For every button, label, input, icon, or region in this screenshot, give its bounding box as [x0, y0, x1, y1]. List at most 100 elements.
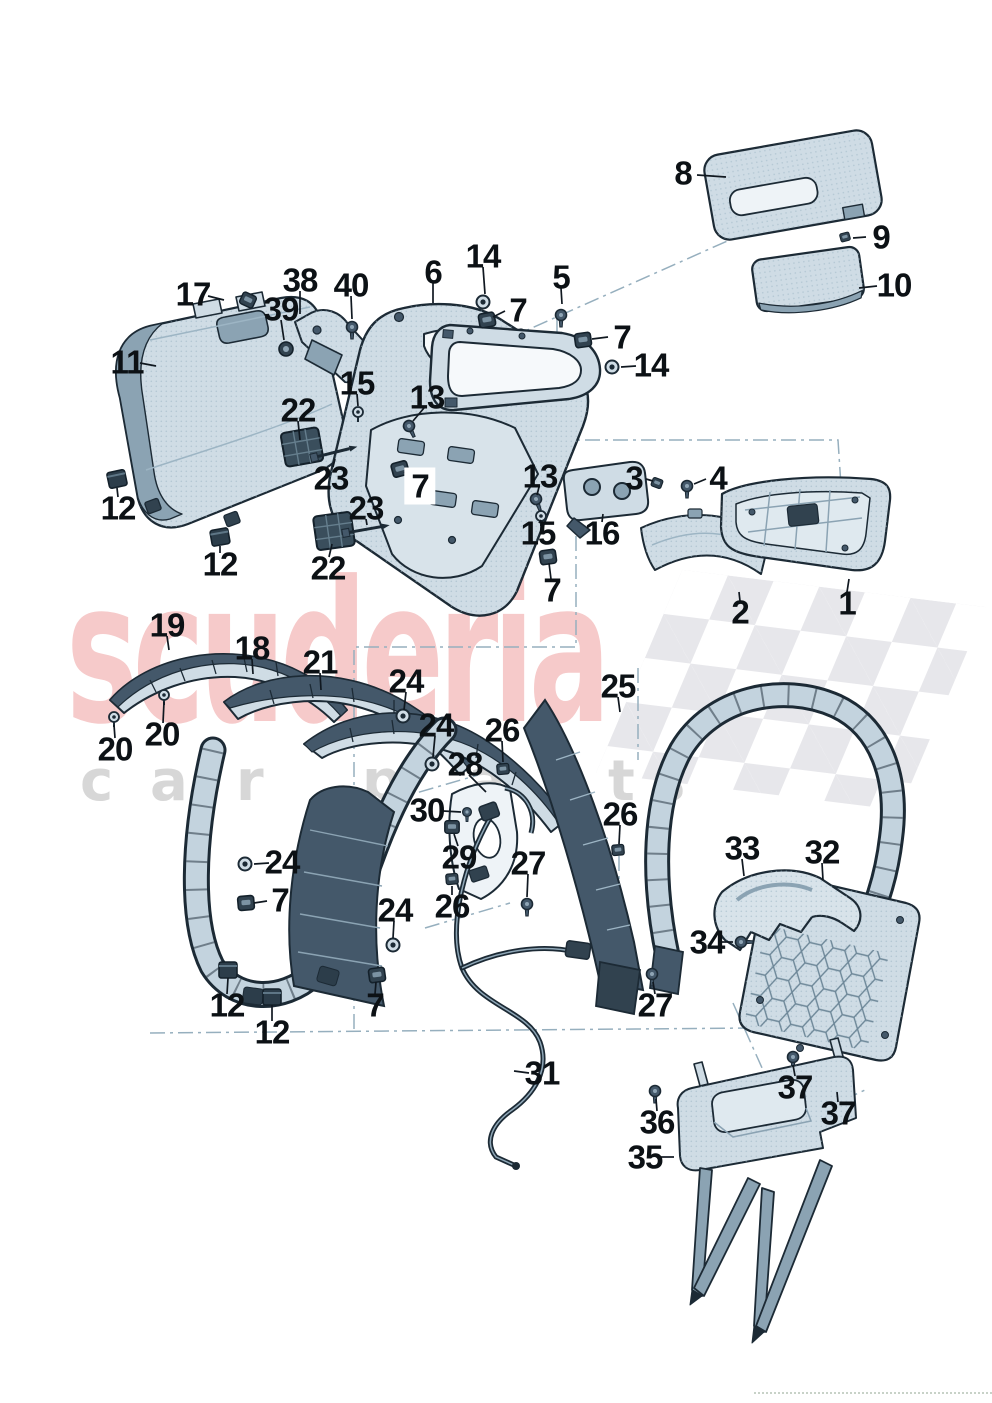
construction-line: [149, 1027, 756, 1034]
leader-line-9: [852, 236, 867, 239]
leader-line-24: [403, 691, 407, 711]
leader-line-16: [601, 513, 604, 523]
leader-lines: [113, 174, 878, 1158]
part-12-grommet-b: [208, 526, 232, 548]
part-9-clip: [838, 231, 852, 243]
leader-line-15: [538, 519, 542, 524]
part-12-grommet-a: [105, 468, 129, 490]
left-side-frame: [182, 698, 645, 1008]
part-33-handle-bracket: [713, 869, 862, 952]
leader-line-8: [696, 174, 727, 178]
watermark-letter: t: [608, 749, 635, 814]
part-1-tray-panel: [719, 476, 892, 572]
part-24-grommet-d: [385, 937, 401, 953]
part-7-clip-c: [389, 459, 411, 479]
part-6-backrest-frame: [327, 302, 602, 617]
construction-line: [557, 439, 847, 563]
leader-line-4: [693, 478, 707, 485]
part-10-pad: [751, 245, 865, 314]
leader-line-31: [513, 1070, 530, 1074]
part-14-grommet-a: [475, 294, 491, 310]
leader-line-27: [526, 873, 529, 898]
leader-line-2: [738, 591, 741, 602]
construction-line: [424, 902, 511, 929]
leader-line-10: [858, 285, 878, 289]
watermark-letter: c: [80, 749, 114, 814]
part-14-grommet-b: [604, 359, 620, 375]
leader-line-13: [536, 486, 540, 496]
leader-line-24: [432, 735, 436, 758]
leader-line-12: [116, 487, 119, 498]
leader-line-28: [468, 774, 487, 793]
part-26-clip-c: [444, 872, 460, 886]
leader-line-33: [741, 858, 745, 877]
watermark-letter: a: [150, 749, 188, 814]
leader-line-18: [251, 658, 254, 675]
leader-line-20: [162, 701, 165, 724]
leader-line-12: [226, 977, 229, 995]
leader-line-17: [207, 295, 225, 301]
leader-line-7: [253, 900, 268, 904]
part-26-clip-a: [495, 762, 511, 776]
leader-line-19: [166, 635, 170, 651]
part-7-clip-d: [538, 548, 558, 566]
leader-line-23: [332, 458, 336, 468]
watermark-brand: scuderia: [66, 540, 611, 768]
part-34-screw: [734, 935, 754, 949]
part-7-clip-e: [236, 894, 256, 912]
part-20-pin-a: [108, 711, 120, 728]
leader-line-15: [356, 393, 359, 407]
leader-line-11: [139, 362, 157, 367]
leader-line-21: [319, 672, 322, 691]
leader-line-23: [365, 518, 368, 526]
part-16-latch-bracket: [562, 460, 650, 539]
part-29-clip: [444, 819, 460, 835]
leader-line-7: [591, 336, 609, 340]
leader-line-7: [492, 310, 506, 318]
leader-line-30: [442, 810, 462, 813]
leader-line-22: [328, 543, 333, 558]
leader-line-27: [652, 981, 656, 995]
part-24-grommet-b: [424, 756, 440, 772]
part-35-mount-bracket: [676, 1037, 857, 1344]
leader-line-3: [645, 478, 654, 482]
leader-line-37: [792, 1064, 796, 1077]
part-24-grommet-c: [237, 856, 253, 872]
part-8-lid-panel: [703, 129, 883, 241]
part-19-trim-arc: [109, 653, 348, 723]
leader-line-7: [374, 981, 377, 995]
leader-line-29: [453, 833, 459, 847]
part-12-grommet-c: [218, 961, 238, 979]
leader-line-26: [501, 740, 504, 763]
part-36-screw: [648, 1084, 662, 1104]
leader-line-36: [655, 1098, 658, 1112]
leader-line-39: [280, 319, 285, 341]
part-26-clip-b: [610, 843, 626, 857]
leader-line-37: [836, 1091, 839, 1103]
footer-dotted-rule: [754, 1392, 992, 1394]
leader-line-22: [297, 420, 301, 441]
leader-line-25: [617, 696, 621, 713]
leader-line-24: [253, 862, 270, 865]
leader-line-14: [482, 266, 486, 295]
part-12-grommet-d: [262, 988, 282, 1006]
leader-line-24: [392, 920, 395, 939]
part-31-wiring-harness: [454, 801, 592, 1170]
leader-line-7: [548, 562, 552, 580]
part-27-screw-a: [520, 897, 534, 917]
part-24-grommet-a: [395, 708, 411, 724]
construction-line: [477, 229, 753, 353]
leader-line-32: [821, 862, 824, 881]
leader-line-14: [620, 365, 637, 368]
part-7-clip-f: [367, 966, 387, 984]
watermark-letter: r: [236, 749, 264, 814]
leader-line-26: [618, 824, 621, 845]
part-7-clip-b: [573, 331, 593, 349]
leader-line-1: [846, 578, 850, 593]
part-3-clip: [650, 476, 664, 490]
part-7-clip-a: [477, 310, 497, 330]
part-4-screw: [680, 479, 694, 499]
